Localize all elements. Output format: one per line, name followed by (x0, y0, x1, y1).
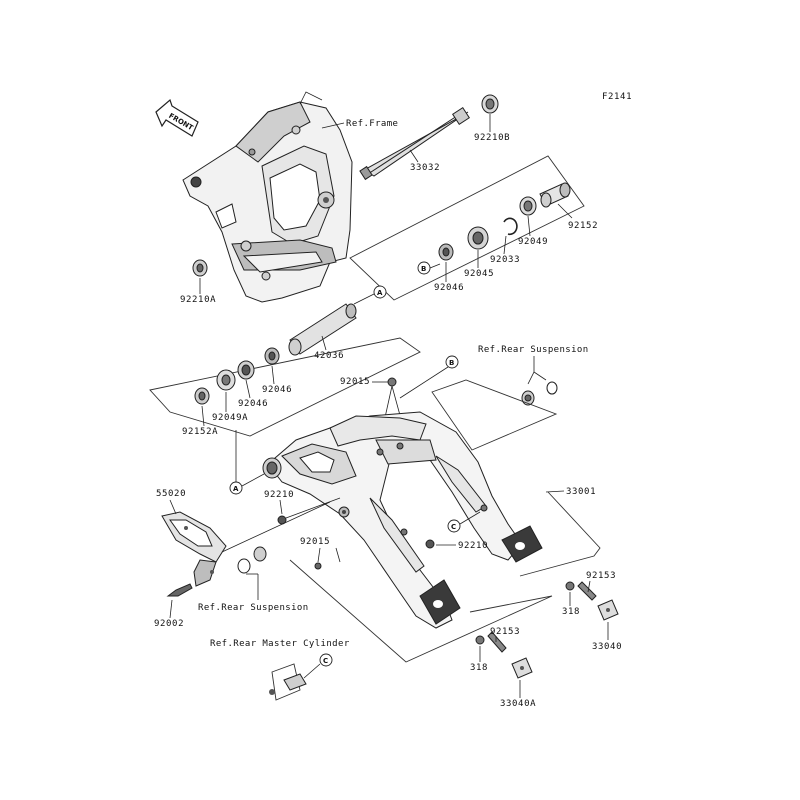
plate-33040 (597, 599, 619, 621)
part-label-92049A: 92049A (212, 413, 248, 423)
collar-rear-suspension-top (521, 381, 558, 406)
collar-tube-42036 (288, 303, 357, 356)
collar-92210-right (425, 539, 435, 549)
callout-c2-circle: C (319, 653, 333, 667)
part-label-92015-top: 92015 (340, 377, 370, 387)
part-label-92152A: 92152A (182, 427, 218, 437)
ref-rear-suspension-bottom-label: Ref.Rear Suspension (198, 603, 309, 613)
part-label-33032: 33032 (410, 163, 440, 173)
part-label-92210-right: 92210 (458, 541, 488, 551)
callout-a-circle: A (373, 285, 387, 299)
callout-b-circle: B (417, 261, 431, 275)
part-label-92045: 92045 (464, 269, 494, 279)
part-label-92152: 92152 (568, 221, 598, 231)
svg-text:B: B (449, 359, 454, 367)
svg-text:A: A (377, 289, 383, 297)
part-label-92210A: 92210A (180, 295, 216, 305)
sleeve-92152 (539, 182, 571, 208)
part-label-92046-top: 92046 (434, 283, 464, 293)
nut-318-right (565, 581, 575, 591)
part-label-92033: 92033 (490, 255, 520, 265)
master-cylinder-bracket (269, 673, 307, 695)
adjuster-bolt-92153-right (577, 581, 597, 601)
svg-text:C: C (323, 657, 328, 665)
ref-rear-suspension-top-label: Ref.Rear Suspension (478, 345, 589, 355)
bearing-92046-a (264, 347, 280, 365)
swingarm-right-box (519, 491, 601, 577)
collar-92210B (481, 94, 499, 114)
circlip-92033 (503, 217, 518, 236)
part-label-33040: 33040 (592, 642, 622, 652)
figure-code: F2141 (602, 92, 632, 102)
pivot-shaft-33032 (359, 107, 470, 181)
part-label-318-bottom: 318 (470, 663, 488, 673)
lower-center-box (289, 559, 553, 663)
part-label-92210-left: 92210 (264, 490, 294, 500)
part-label-42036: 42036 (314, 351, 344, 361)
frame-illustration (182, 91, 353, 303)
collar-92210A (192, 259, 208, 277)
part-label-92046-a: 92046 (262, 385, 292, 395)
bolt-92002 (166, 583, 193, 597)
plate-33040A (511, 657, 533, 679)
bearing-92046-top (438, 243, 454, 261)
callout-a2-circle: A (229, 481, 243, 495)
part-label-92210B: 92210B (474, 133, 510, 143)
seal-92049A (216, 369, 236, 391)
chain-guard-55020 (161, 511, 227, 587)
part-label-92002: 92002 (154, 619, 184, 629)
part-label-318-right: 318 (562, 607, 580, 617)
part-label-92153-bottom: 92153 (490, 627, 520, 637)
bearing-92046-b (237, 360, 255, 380)
part-label-92046-b: 92046 (238, 399, 268, 409)
nut-318-bottom (475, 635, 485, 645)
bolt-92015-bottom (314, 562, 322, 570)
part-label-92015-bottom: 92015 (300, 537, 330, 547)
callout-c-circle: C (447, 519, 461, 533)
part-label-92049: 92049 (518, 237, 548, 247)
swingarm-33001 (262, 411, 543, 629)
collar-rear-suspension-bottom (237, 546, 267, 574)
ref-rear-master-cylinder-label: Ref.Rear Master Cylinder (210, 639, 350, 649)
svg-text:B: B (421, 265, 426, 273)
bolt-92015-top (387, 377, 397, 387)
swingarm-upper-box (431, 379, 558, 451)
part-label-33040A: 33040A (500, 699, 536, 709)
bearing-92045 (467, 226, 489, 250)
sleeve-92152A (194, 387, 210, 405)
front-arrow-icon: FRONT (155, 98, 199, 137)
callout-b2-circle: B (445, 355, 459, 369)
part-label-55020: 55020 (156, 489, 186, 499)
part-label-33001: 33001 (566, 487, 596, 497)
svg-text:C: C (451, 523, 456, 531)
ref-frame-label: Ref.Frame (346, 119, 398, 129)
svg-text:A: A (233, 485, 239, 493)
adjuster-bolt-92153-bottom (487, 631, 507, 653)
part-label-92153-right: 92153 (586, 571, 616, 581)
lower-bearing-box (149, 337, 421, 437)
seal-92049 (519, 196, 537, 216)
